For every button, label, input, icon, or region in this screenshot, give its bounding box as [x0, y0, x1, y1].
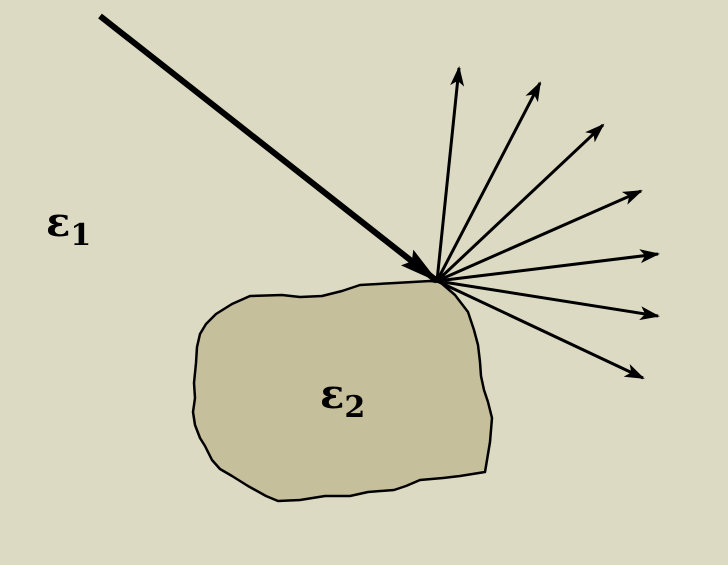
scattered-ray-arrow	[436, 279, 660, 321]
scattered-ray-arrow	[436, 249, 660, 283]
scattered-ray-arrow	[435, 123, 605, 283]
scattered-ray-arrow	[436, 189, 643, 283]
scattered-ray-arrow	[435, 66, 465, 282]
scattered-ray-arrow	[435, 81, 542, 282]
scattered-ray-arrow	[436, 279, 645, 380]
epsilon-1-label: ε1	[46, 199, 91, 253]
epsilon-2-label: ε2	[320, 371, 365, 425]
scattered-rays	[435, 66, 660, 380]
incident-ray-arrow	[98, 13, 439, 284]
